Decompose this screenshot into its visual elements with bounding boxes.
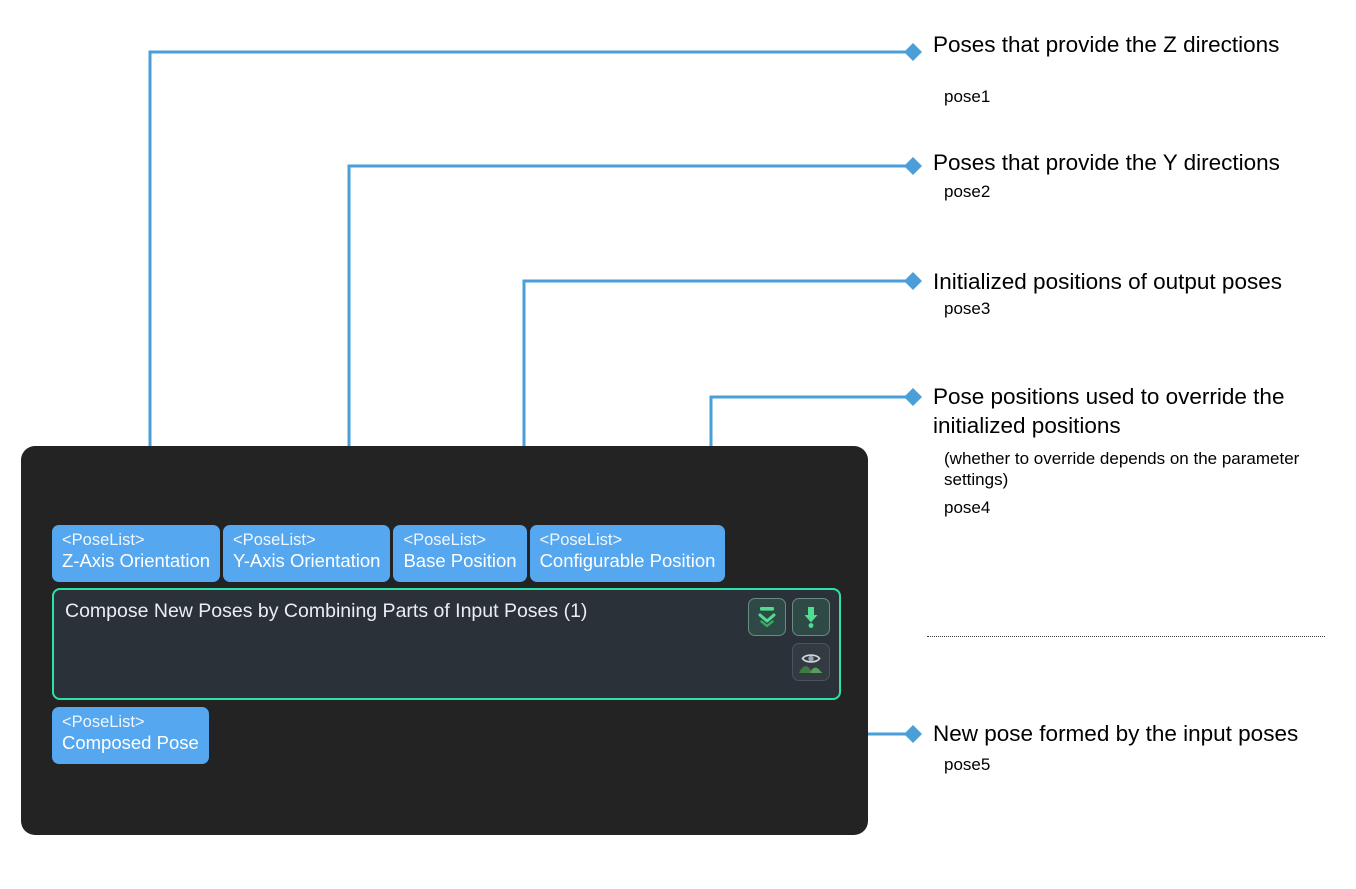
port-type-label: <PoseList>	[62, 713, 145, 731]
annotation-marker-1	[904, 43, 922, 61]
annotation-note: (whether to override depends on the para…	[944, 448, 1300, 489]
collapse-icon[interactable]	[748, 598, 786, 636]
arrow-down-dot-glyph	[804, 607, 818, 628]
node-panel: <PoseList> Z-Axis Orientation <PoseList>…	[21, 446, 868, 835]
annotation-marker-3	[904, 272, 922, 290]
port-name-label: Y-Axis Orientation	[233, 550, 381, 572]
port-name-label: Base Position	[403, 550, 517, 572]
annotation-pose5: New pose formed by the input poses pose5	[933, 719, 1345, 776]
node-title: Compose New Poses by Combining Parts of …	[65, 600, 588, 622]
input-port-base-position[interactable]: <PoseList> Base Position	[393, 525, 527, 582]
annotation-pose-label: pose1	[944, 87, 991, 107]
annotation-title: New pose formed by the input poses	[933, 721, 1299, 746]
annotation-title: Pose positions used to override the init…	[933, 384, 1285, 439]
annotation-pose1: Poses that provide the Z directions pose…	[933, 30, 1345, 108]
annotation-title: Initialized positions of output poses	[933, 269, 1282, 294]
port-name-label: Z-Axis Orientation	[62, 550, 211, 572]
double-chevron-down-glyph	[758, 607, 776, 628]
input-ports-row: <PoseList> Z-Axis Orientation <PoseList>…	[52, 525, 726, 582]
pin-icon[interactable]	[792, 598, 830, 636]
annotation-pose-label: pose3	[944, 299, 991, 319]
annotation-pose-label: pose2	[944, 182, 991, 202]
preview-icon[interactable]	[792, 643, 830, 681]
port-name-label: Configurable Position	[539, 550, 716, 572]
eye-image-glyph	[799, 654, 823, 673]
input-port-y-axis-orientation[interactable]: <PoseList> Y-Axis Orientation	[223, 525, 391, 582]
annotation-marker-2	[904, 157, 922, 175]
annotation-divider	[927, 636, 1325, 637]
annotation-pose-label: pose5	[944, 755, 991, 775]
port-type-label: <PoseList>	[539, 531, 623, 549]
annotation-pose-label: pose4	[944, 498, 991, 517]
annotation-title: Poses that provide the Z directions	[933, 32, 1280, 57]
input-port-configurable-position[interactable]: <PoseList> Configurable Position	[529, 525, 726, 582]
annotation-marker-5	[904, 725, 922, 743]
annotation-pose2: Poses that provide the Y directions pose…	[933, 148, 1345, 203]
annotation-marker-4	[904, 388, 922, 406]
output-port-composed-pose[interactable]: <PoseList> Composed Pose	[52, 707, 209, 764]
annotation-pose3: Initialized positions of output poses po…	[933, 267, 1345, 320]
port-type-label: <PoseList>	[62, 531, 145, 549]
input-port-z-axis-orientation[interactable]: <PoseList> Z-Axis Orientation	[52, 525, 221, 582]
port-type-label: <PoseList>	[233, 531, 316, 549]
node-body[interactable]: Compose New Poses by Combining Parts of …	[52, 588, 841, 700]
annotation-title: Poses that provide the Y directions	[933, 150, 1280, 175]
port-name-label: Composed Pose	[62, 732, 199, 754]
annotation-pose4: Pose positions used to override the init…	[933, 382, 1345, 518]
connector-line-1	[148, 50, 912, 510]
port-type-label: <PoseList>	[403, 531, 486, 549]
